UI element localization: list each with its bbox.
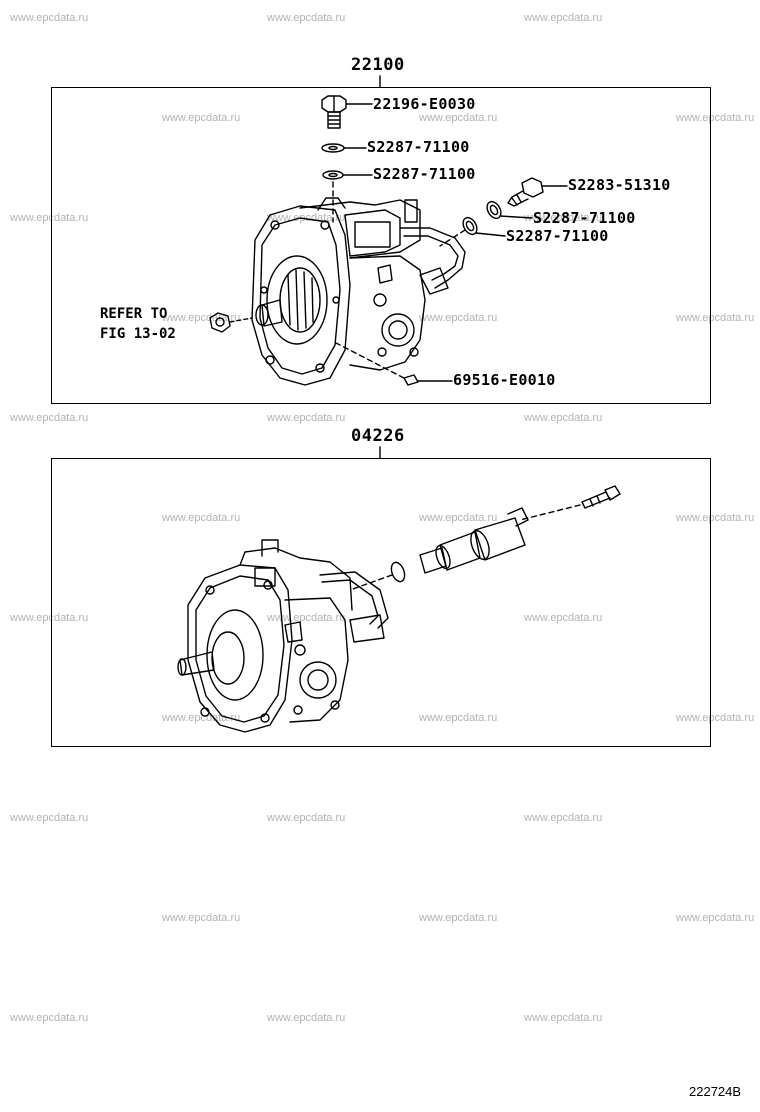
- leader-gasket-inner: [475, 232, 506, 237]
- watermark-text: www.epcdata.ru: [676, 512, 755, 524]
- reference-note[interactable]: REFER TO FIG 13-02: [100, 304, 176, 344]
- watermark-text: www.epcdata.ru: [162, 912, 241, 924]
- watermark-text: www.epcdata.ru: [162, 512, 241, 524]
- watermark-text: www.epcdata.ru: [419, 512, 498, 524]
- watermark-text: www.epcdata.ru: [419, 712, 498, 724]
- part-label-union-bolt[interactable]: S2283-51310: [568, 176, 671, 194]
- watermark-text: www.epcdata.ru: [10, 812, 89, 824]
- watermark-text: www.epcdata.ru: [676, 712, 755, 724]
- part-label-gasket-inner[interactable]: S2287-71100: [506, 227, 609, 245]
- watermark-text: www.epcdata.ru: [676, 312, 755, 324]
- watermark-text: www.epcdata.ru: [419, 312, 498, 324]
- gasket-icon: [486, 200, 502, 220]
- watermark-text: www.epcdata.ru: [162, 312, 241, 324]
- group-label-04226: 04226: [351, 426, 405, 446]
- watermark-text: www.epcdata.ru: [10, 612, 89, 624]
- watermark-text: www.epcdata.ru: [524, 412, 603, 424]
- watermark-text: www.epcdata.ru: [267, 812, 346, 824]
- watermark-text: www.epcdata.ru: [267, 612, 346, 624]
- watermark-text: www.epcdata.ru: [524, 612, 603, 624]
- watermark-text: www.epcdata.ru: [419, 112, 498, 124]
- watermark-text: www.epcdata.ru: [267, 412, 346, 424]
- watermark-text: www.epcdata.ru: [267, 12, 346, 24]
- watermark-text: www.epcdata.ru: [676, 112, 755, 124]
- washer-icon: [321, 143, 345, 153]
- washer-icon: [322, 170, 344, 180]
- part-label-gasket-outer[interactable]: S2287-71100: [533, 209, 636, 227]
- watermark-text: www.epcdata.ru: [676, 912, 755, 924]
- group-box-22100: [51, 87, 711, 404]
- watermark-text: www.epcdata.ru: [10, 12, 89, 24]
- group-label-22100: 22100: [351, 55, 405, 75]
- fuel-pump-icon: [251, 197, 466, 386]
- reference-line-2: FIG 13-02: [100, 326, 176, 342]
- fuel-pump-icon: [177, 539, 389, 733]
- watermark-text: www.epcdata.ru: [524, 812, 603, 824]
- part-label-key[interactable]: 69516-E0010: [453, 371, 556, 389]
- screw-icon: [581, 485, 621, 509]
- suction-control-valve-icon: [419, 507, 529, 574]
- watermark-text: www.epcdata.ru: [524, 1012, 603, 1024]
- group-box-04226: [51, 458, 711, 747]
- o-ring-icon: [390, 561, 406, 583]
- nut-icon: [209, 312, 231, 333]
- watermark-text: www.epcdata.ru: [524, 12, 603, 24]
- union-bolt-icon: [507, 177, 544, 207]
- part-label-washer-upper[interactable]: S2287-71100: [367, 138, 470, 156]
- part-label-washer-lower[interactable]: S2287-71100: [373, 165, 476, 183]
- bolt-icon: [321, 95, 347, 129]
- part-label-bolt[interactable]: 22196-E0030: [373, 95, 476, 113]
- gasket-icon: [462, 216, 478, 236]
- reference-line-1: REFER TO: [100, 306, 168, 322]
- watermark-text: www.epcdata.ru: [10, 212, 89, 224]
- watermark-text: www.epcdata.ru: [162, 112, 241, 124]
- watermark-text: www.epcdata.ru: [267, 1012, 346, 1024]
- watermark-text: www.epcdata.ru: [419, 912, 498, 924]
- watermark-text: www.epcdata.ru: [10, 412, 89, 424]
- leader-gasket-outer: [499, 215, 533, 219]
- watermark-text: www.epcdata.ru: [524, 212, 603, 224]
- key-icon: [403, 374, 419, 386]
- figure-number: 222724B: [689, 1084, 742, 1099]
- watermark-text: www.epcdata.ru: [10, 1012, 89, 1024]
